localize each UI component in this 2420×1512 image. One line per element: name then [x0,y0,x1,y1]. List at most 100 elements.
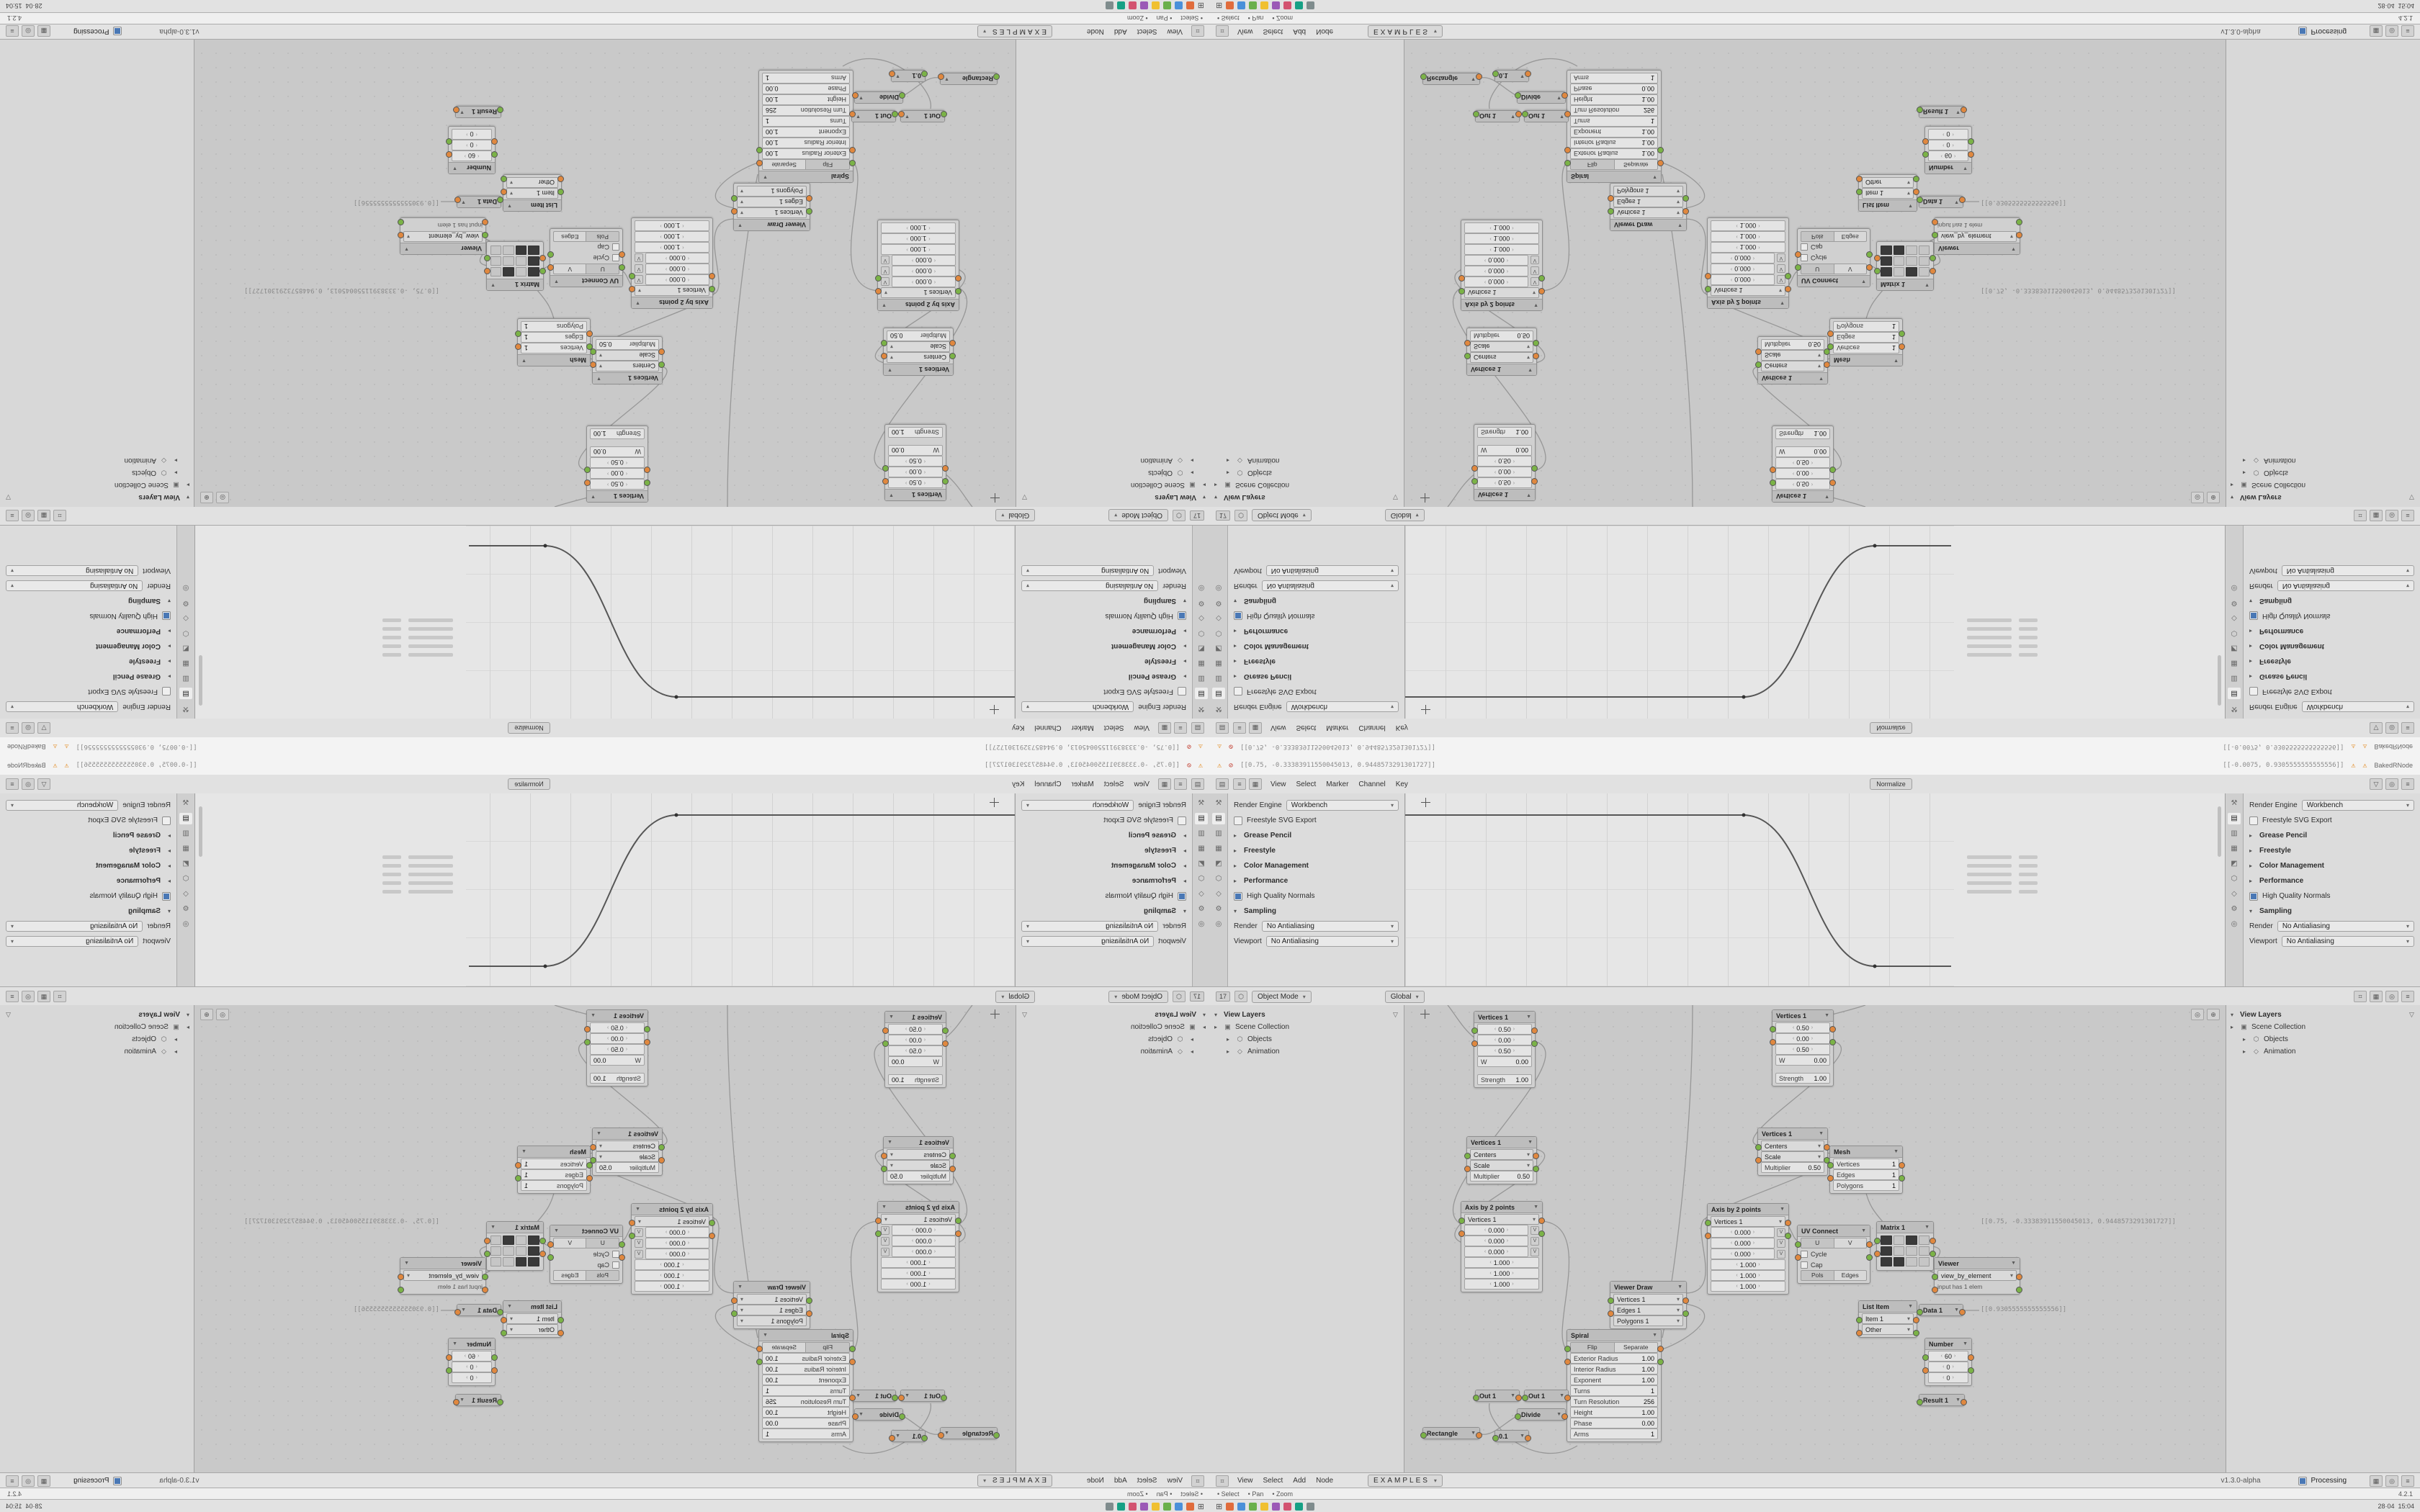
node-R7[interactable]: List Item▼Item 1▾Other▾ [1856,174,1919,212]
normalize-toggle[interactable]: Normalize [508,778,550,790]
graph-header-icon[interactable]: ≡ [1174,722,1187,734]
matrix-cell[interactable] [503,1236,514,1245]
input-socket[interactable] [993,1432,1000,1439]
matrix-cell[interactable] [528,256,539,266]
disclosure-triangle-icon[interactable]: ▸ [2249,863,2253,869]
node-header[interactable]: Viewer Draw▼ [734,1282,810,1293]
node-header[interactable]: Axis by 2 points▼ [1708,1204,1788,1215]
matrix-cell[interactable] [1881,256,1892,266]
number-field[interactable]: ‹1.000› [881,233,956,244]
graph-header-icon[interactable]: ▽ [2370,722,2383,734]
matrix-cell[interactable] [516,246,527,255]
number-field[interactable]: ‹0.50› [888,1045,943,1056]
node-row[interactable]: ‹60› [1928,150,1968,161]
collapse-icon[interactable]: ▼ [1963,1341,1968,1346]
properties-row-sampling[interactable]: ▾Sampling [1021,593,1186,608]
output-socket[interactable] [547,264,554,271]
node-row[interactable]: ‹0.00› [888,467,943,477]
toggle-option[interactable]: V [553,1238,586,1248]
matrix-cell[interactable] [1881,1246,1892,1256]
properties-tab-icon[interactable]: ◇ [1198,614,1204,622]
node-header[interactable]: Vertices 1▼ [1474,489,1535,500]
node-row[interactable]: Scale▾ [1761,350,1824,361]
outliner-item-animation[interactable]: ▸◇Animation [2231,1045,2416,1058]
node-row[interactable]: ‹0.000›V [881,1246,956,1257]
toggle-option[interactable]: Pols [586,231,619,242]
disclosure-triangle-icon[interactable]: ▸ [1227,1048,1230,1055]
properties-row-freestyle[interactable]: ▸Freestyle [1234,843,1399,858]
node-header[interactable]: Axis by 2 points▼ [632,297,712,308]
collapse-icon[interactable]: ▼ [895,1434,900,1439]
collapse-icon[interactable]: ▼ [944,76,949,81]
disclosure-triangle-icon[interactable]: ▸ [167,878,171,884]
properties-row-performance[interactable]: ▸Performance [2249,873,2414,888]
number-field[interactable]: ‹0.00› [590,468,645,479]
node-tree-selector[interactable]: EXAMPLES▾ [977,1475,1052,1487]
output-socket[interactable] [1930,1251,1936,1257]
disclosure-triangle-icon[interactable]: ▸ [2249,847,2253,854]
node-row[interactable]: ‹0.50› [1477,1024,1532,1035]
number-field[interactable]: ‹0.000› [1464,1246,1528,1257]
output-socket[interactable] [1959,1309,1966,1315]
input-socket[interactable] [1827,1162,1834,1169]
input-socket[interactable] [1471,465,1478,472]
node-row[interactable]: Cycle [553,253,619,263]
output-socket[interactable] [484,1251,490,1257]
property-checkbox[interactable] [1178,687,1186,696]
menu-node[interactable]: Node [1316,27,1333,35]
node-header[interactable]: Divide▼ [855,92,902,103]
collapse-icon[interactable]: ▼ [738,222,743,228]
disclosure-triangle-icon[interactable]: ▸ [1227,469,1230,476]
input-socket[interactable] [949,1153,956,1159]
input-socket[interactable] [709,1220,715,1226]
number-field[interactable]: ‹0.000› [892,1246,956,1257]
outliner-item-objects[interactable]: ▸⬡Objects [2231,1033,2416,1045]
graph-header-icon[interactable]: ▦ [1249,778,1262,790]
outliner-item-animation[interactable]: ▸◇Animation [4,454,189,467]
number-field[interactable]: ‹0.50› [1775,1044,1830,1055]
node-row[interactable]: ‹1.000› [1711,242,1785,253]
viewport-header-icon[interactable]: ◎ [2385,991,2398,1002]
input-socket[interactable] [557,1330,564,1336]
node-row[interactable]: ‹0.000›V [1464,266,1539,276]
output-socket[interactable] [501,1317,507,1323]
properties-tab-icon[interactable]: ⬡ [1198,629,1205,637]
collapse-icon[interactable]: ▼ [452,166,457,171]
node-header-icon[interactable]: ▦ [2370,25,2383,37]
collapse-icon[interactable]: ▼ [404,1261,409,1266]
output-socket[interactable] [1866,1241,1873,1248]
input-socket[interactable] [955,1218,962,1224]
orientation-dropdown[interactable]: Global▾ [995,990,1036,1003]
input-socket[interactable] [1515,92,1521,99]
properties-row-performance[interactable]: ▸Performance [1234,624,1399,639]
disclosure-triangle-icon[interactable]: ▸ [1190,469,1193,476]
properties-row-freestyle-svg-export[interactable]: Freestyle SVG Export [1234,813,1399,828]
collapse-icon[interactable]: ▼ [1894,358,1899,363]
properties-tab-icon[interactable]: ⚙ [1215,905,1222,913]
property-checkbox[interactable] [2249,816,2258,825]
toggle-option[interactable]: U [1801,264,1834,274]
output-socket[interactable] [1533,1153,1539,1159]
disclosure-triangle-icon[interactable]: ▾ [167,908,171,914]
input-socket[interactable] [1922,1367,1929,1374]
toggle-option[interactable]: Edges [553,1270,586,1281]
toggle-option[interactable]: U [586,1238,619,1248]
collapse-icon[interactable]: ▼ [1471,1431,1476,1436]
node-header[interactable]: UV Connect▼ [1798,275,1870,287]
node-header[interactable]: List Item▼ [503,1301,561,1313]
node-row[interactable]: ‹0.000›V [1711,1238,1785,1248]
